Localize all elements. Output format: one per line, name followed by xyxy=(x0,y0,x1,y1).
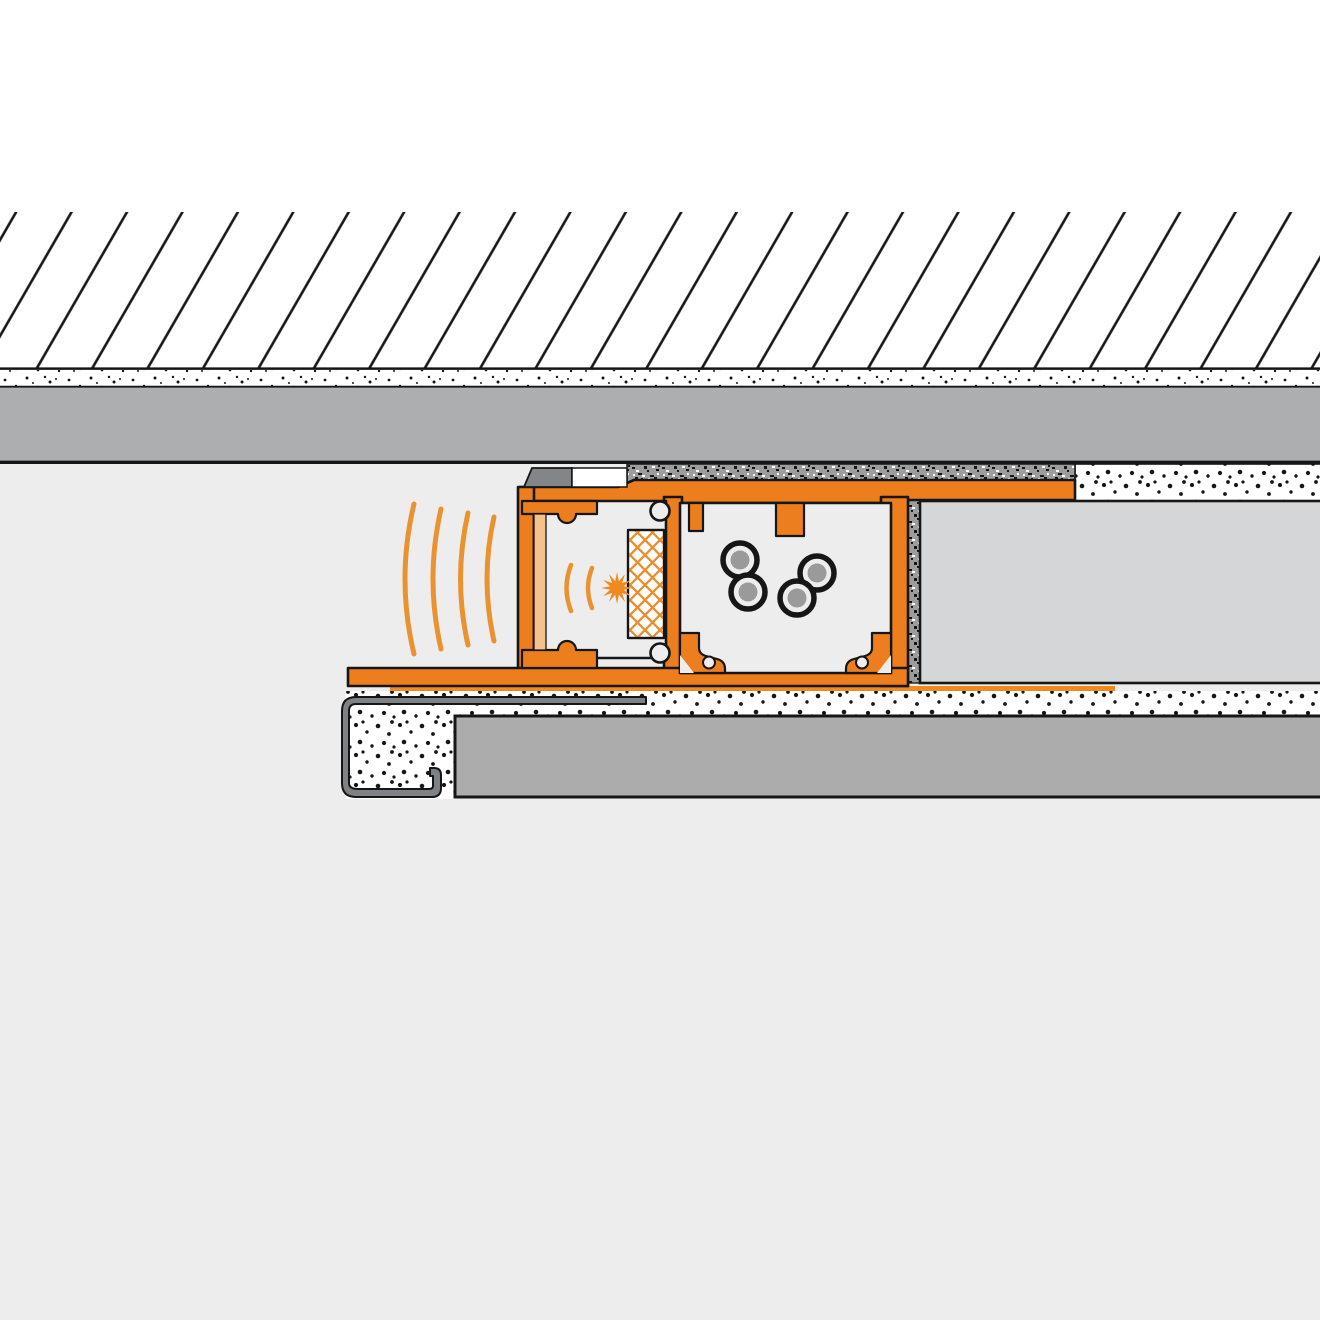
wall-covering-top-band xyxy=(0,388,1320,464)
light-emission-arcs xyxy=(402,501,497,657)
speckle-band-dots xyxy=(0,370,1320,386)
small-light-arc-1 xyxy=(564,562,574,614)
light-arc-2 xyxy=(430,506,444,652)
small-light-arcs xyxy=(564,562,595,614)
cable-cores xyxy=(730,550,827,608)
substrate-hatch-lines xyxy=(0,212,1320,369)
cables xyxy=(720,540,837,618)
led-module-block xyxy=(626,528,666,640)
cable-core xyxy=(787,588,807,608)
cable-core xyxy=(730,550,750,570)
thinset-speckle-band-top xyxy=(0,370,1320,388)
spacer-wedge xyxy=(522,467,573,488)
screw-channel-top xyxy=(649,500,671,522)
foot-gap xyxy=(855,655,869,670)
led-channel-lining xyxy=(533,513,547,651)
light-arc-4 xyxy=(484,514,497,644)
led-channel-lip-top xyxy=(520,499,599,525)
foot-gap xyxy=(702,655,716,670)
page-top-margin xyxy=(0,0,1320,212)
led-channel-lip-bottom xyxy=(520,639,599,670)
chamber-tooth-left xyxy=(687,501,705,533)
foot-wedge-gap xyxy=(680,655,694,673)
wall-substrate-hatched xyxy=(0,212,1320,370)
profile-foot-right xyxy=(844,631,893,675)
foot-wedge-gap xyxy=(877,655,891,673)
flange-top-details xyxy=(522,467,628,488)
led-module-crosshatch xyxy=(626,528,666,640)
covering-band xyxy=(0,388,1320,461)
light-arc-1 xyxy=(402,501,417,657)
cable-core xyxy=(807,563,827,583)
bonding-line-orange xyxy=(390,686,1115,691)
tile-block xyxy=(918,499,1320,685)
metal-c-channel xyxy=(341,696,647,798)
cable-core xyxy=(738,582,758,602)
mortar-band-top-right-dots xyxy=(1075,464,1320,501)
movement-gap xyxy=(571,467,628,488)
light-arc-3 xyxy=(458,510,471,648)
backer-slab xyxy=(453,714,1320,799)
led-starburst-icon xyxy=(601,572,633,604)
chamber-tooth-right xyxy=(774,501,806,538)
cable-jackets xyxy=(720,540,837,618)
screw-channel-bottom xyxy=(649,642,671,664)
profile-foot-left xyxy=(678,631,727,675)
small-light-arc-2 xyxy=(585,565,595,611)
